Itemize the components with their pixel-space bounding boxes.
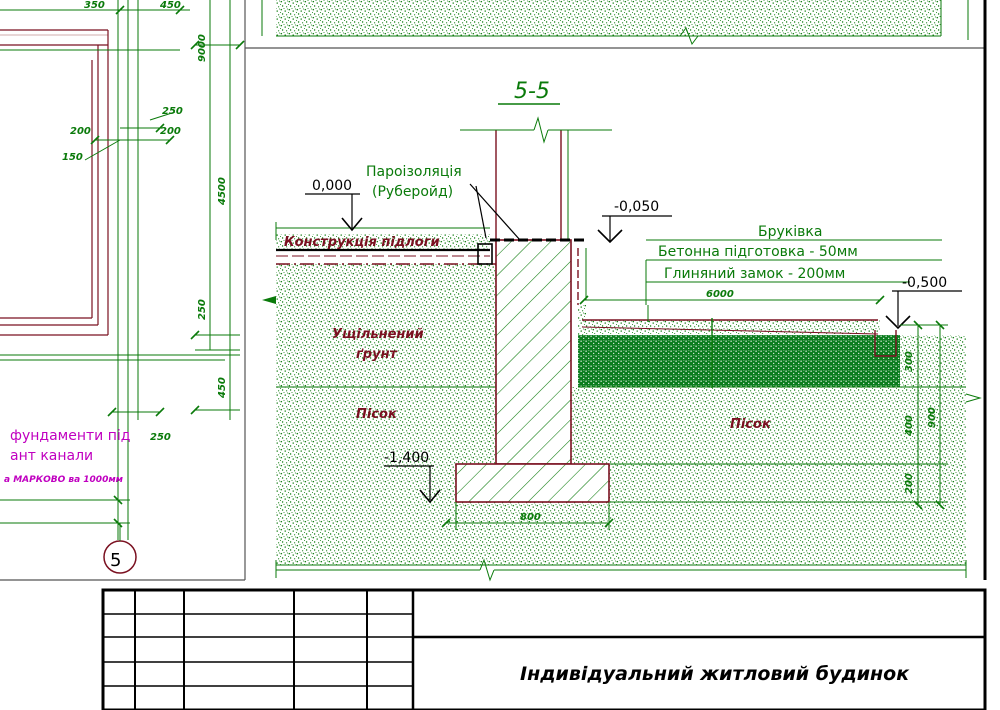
left-note-line2: ант канали — [10, 448, 93, 464]
sand-label-right: Пісок — [730, 417, 772, 432]
dim-800: 800 — [520, 512, 541, 523]
compacted-soil-region — [276, 264, 496, 387]
compacted-soil-label: Ущільнений — [332, 327, 424, 342]
concrete-prep-label: Бетонна підготовка - 50мм — [658, 244, 858, 260]
floor-construction-label: Конструкція підлоги — [284, 235, 440, 250]
dim-400: 400 — [904, 415, 915, 437]
section-5-5 — [262, 103, 982, 582]
level-mark-top: -0,050 — [614, 199, 659, 215]
dim-250: 250 — [162, 106, 183, 117]
dim-250-right: 250 — [150, 432, 171, 443]
concrete-prep-layer — [580, 320, 880, 334]
foundation-footing — [455, 463, 610, 503]
dim-200-b: 200 — [160, 126, 181, 137]
left-plan-fragment — [0, 0, 246, 581]
dim-900: 900 — [927, 407, 938, 428]
sand-region — [276, 387, 966, 565]
foundation-wall — [495, 239, 572, 465]
left-note-line3: а МАРКОВО ва 1000мм — [4, 475, 124, 485]
vapor-barrier-material: (Руберойд) — [372, 184, 453, 200]
dim-4500: 4500 — [217, 177, 228, 206]
upper-sheet-fragment — [244, 0, 987, 580]
title-block — [101, 588, 987, 710]
left-note-line1: фундаменти під — [10, 428, 130, 444]
dim-450-lower: 450 — [217, 377, 228, 399]
clay-lock-label: Глиняний замок - 200мм — [664, 266, 845, 282]
dim-300: 300 — [904, 351, 915, 372]
dim-9000: 9000 — [197, 34, 208, 62]
level-mark-zero: 0,000 — [312, 178, 352, 194]
sand-label-left: Пісок — [356, 407, 398, 422]
dim-350: 350 — [84, 0, 105, 11]
dim-200-right: 200 — [904, 473, 915, 494]
dim-150: 150 — [62, 152, 83, 163]
compacted-soil-label-2: ґрунт — [356, 347, 399, 362]
paving-label: Бруківка — [758, 224, 822, 240]
clay-lock-layer — [578, 335, 900, 387]
vapor-barrier-label: Пароізоляція — [366, 164, 462, 180]
level-mark-footing: -1,400 — [384, 450, 429, 466]
dim-450: 450 — [159, 0, 181, 11]
level-mark-right: -0,500 — [902, 275, 947, 291]
section-label: 5-5 — [514, 79, 550, 104]
grid-axis-label: 5 — [110, 550, 121, 571]
drawing-title: Індивідуальний житловий будинок — [520, 663, 910, 685]
dim-6000: 6000 — [706, 289, 734, 300]
dim-200-a: 200 — [70, 126, 91, 137]
dim-250-lower: 250 — [197, 299, 208, 320]
